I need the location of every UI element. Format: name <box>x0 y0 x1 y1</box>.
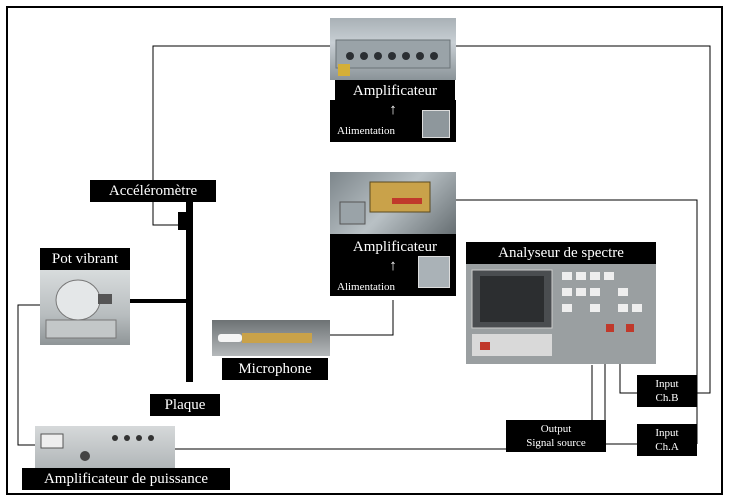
input-b-line2: Ch.B <box>655 392 679 404</box>
power-amplifier-photo <box>35 426 175 468</box>
amplifier-mid-photo <box>330 172 456 234</box>
arrow-up-icon-mid: ↑ <box>389 258 397 274</box>
power-supply-top-photo <box>422 110 450 138</box>
wire-microphone-to-amp-mid <box>330 300 394 336</box>
wire-amp-top-to-accelerometer <box>152 45 330 226</box>
wire-power-amp-to-pot <box>17 304 40 446</box>
label-output-signal-source: Output Signal source <box>506 420 606 452</box>
input-a-line2: Ch.A <box>655 441 679 453</box>
amplifier-knobs-icon <box>335 39 451 76</box>
label-microphone: Microphone <box>222 358 328 380</box>
output-line2: Signal source <box>526 437 586 449</box>
microphone-icon <box>218 333 312 343</box>
power-supply-mid-photo <box>418 256 450 288</box>
pot-vibrant-photo <box>40 270 130 345</box>
label-alimentation-mid: Alimentation <box>337 281 396 293</box>
analyzer-panel-icon <box>471 269 642 356</box>
wire-analyzer-to-input-a <box>604 355 637 445</box>
label-amplificateur-top: Amplificateur <box>335 80 455 102</box>
label-plaque: Plaque <box>150 394 220 416</box>
label-alimentation-top: Alimentation <box>337 125 396 137</box>
plate-bar <box>186 202 193 382</box>
label-input-ch-b: Input Ch.B <box>637 375 697 407</box>
label-amplificateur-mid: Amplificateur <box>352 239 438 255</box>
label-analyseur: Analyseur de spectre <box>466 242 656 264</box>
power-amplifier-icon <box>40 433 154 461</box>
wire-amp-mid-to-input-a <box>455 199 698 444</box>
output-line1: Output <box>540 423 572 435</box>
input-b-line1: Input <box>655 378 679 390</box>
shaker-rod <box>128 299 188 303</box>
accelerometer-block <box>178 212 188 230</box>
label-accelerometre: Accéléromètre <box>90 180 216 202</box>
label-amplificateur-puissance: Amplificateur de puissance <box>22 468 230 490</box>
microphone-photo <box>212 320 330 356</box>
amplifier-top-photo <box>330 18 456 80</box>
analyzer-photo <box>466 264 656 364</box>
label-pot-vibrant: Pot vibrant <box>40 248 130 270</box>
label-input-ch-a: Input Ch.A <box>637 424 697 456</box>
shaker-icon <box>45 279 117 339</box>
diagram-frame <box>6 6 723 495</box>
arrow-up-icon-top: ↑ <box>389 102 397 118</box>
amplifier-board-icon <box>339 181 431 225</box>
wire-amp-top-to-input-b <box>455 45 711 394</box>
input-a-line1: Input <box>655 427 679 439</box>
